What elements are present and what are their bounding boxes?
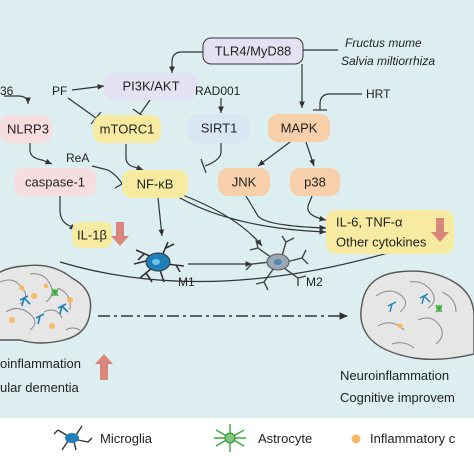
brain-right-icon	[360, 270, 474, 361]
label-hrt: HRT	[366, 87, 391, 101]
node-caspase1: caspase-1	[14, 168, 96, 196]
edge-tlr4-pi3k	[169, 51, 205, 73]
up-arrow-left	[95, 354, 113, 380]
edge-nfkb-m1	[157, 197, 165, 237]
node-nlrp3-label: NLRP3	[7, 122, 49, 137]
node-p38-label: p38	[304, 175, 326, 190]
edge-nlrp3-caspase	[29, 117, 53, 165]
label-right-line2: Cognitive improvem	[340, 390, 455, 405]
edge-sirt1-nfkb	[204, 143, 222, 167]
label-rad001: RAD001	[195, 84, 241, 98]
label-m2: M2	[306, 275, 323, 289]
edge-nfkb-m2	[179, 193, 263, 247]
node-caspase1-label: caspase-1	[25, 175, 85, 190]
edge-mapk-p38	[305, 141, 315, 167]
label-pf: PF	[52, 84, 67, 98]
node-tlr4: TLR4/MyD88	[202, 37, 304, 65]
brain-left-icon	[0, 264, 92, 344]
edge-rea-nfkb	[91, 165, 123, 185]
edge-nfkb-cytokines	[169, 191, 327, 235]
node-tlr4-label: TLR4/MyD88	[215, 44, 292, 59]
edge-b36-nlrp3	[4, 95, 31, 105]
edge-pf-pi3k	[71, 83, 105, 91]
edge-caspase-il1b	[59, 196, 77, 231]
edge-jnk-cytokines	[245, 195, 327, 231]
node-cytokines-line2: Other cytokines	[336, 235, 427, 250]
label-m1: M1	[178, 275, 195, 289]
label-left-line1: oinflammation	[0, 356, 81, 371]
node-nfkb: NF-κB	[122, 170, 188, 198]
legend-microglia-label: Microglia	[100, 431, 153, 446]
label-salvia: Salvia miltiorrhiza	[341, 54, 435, 68]
legend-strip	[0, 418, 474, 474]
node-nlrp3: NLRP3	[0, 115, 52, 143]
node-jnk: JNK	[218, 168, 270, 196]
label-rea: ReA	[66, 151, 89, 165]
connectors	[4, 43, 431, 320]
legend-astrocyte-icon	[214, 424, 246, 452]
edge-hrt-mapk	[319, 93, 362, 110]
edge-pi3k-mtorc1	[139, 99, 151, 115]
node-cytokines: IL-6, TNF-α Other cytokines	[326, 210, 454, 254]
node-mtorc1: mTORC1	[93, 115, 161, 143]
down-arrow-cytokines	[431, 218, 449, 242]
node-mapk: MAPK	[268, 114, 330, 142]
brain-right-astrocyte-icon	[435, 304, 443, 313]
brain-left-astrocyte-icon	[51, 288, 59, 297]
node-il1b-label: IL-1β	[77, 228, 107, 243]
node-mtorc1-label: mTORC1	[100, 122, 155, 137]
legend-inflammatory-icon	[351, 434, 361, 444]
label-left-line2: ular dementia	[0, 380, 80, 395]
node-pi3k: PI3K/AKT	[104, 73, 198, 100]
legend-inflammatory-label: Inflammatory c	[370, 431, 456, 446]
legend: Microglia Astrocyte Inflammatory c	[53, 424, 456, 452]
node-sirt1: SIRT1	[188, 114, 250, 143]
node-jnk-label: JNK	[232, 175, 257, 190]
node-pi3k-label: PI3K/AKT	[122, 79, 179, 94]
node-sirt1-label: SIRT1	[201, 121, 238, 136]
node-p38: p38	[290, 168, 340, 196]
edge-sirt1-nfkb-bar	[200, 158, 207, 174]
brain-right-microglia-icon	[387, 293, 431, 313]
node-nfkb-label: NF-κB	[137, 177, 174, 192]
edge-pf-mtorc1	[67, 97, 97, 119]
label-right-line1: Neuroinflammation	[340, 368, 449, 383]
edge-big-arc	[59, 239, 431, 283]
node-cytokines-line1: IL-6, TNF-α	[336, 215, 403, 230]
microglia-m2-icon	[245, 235, 309, 291]
legend-microglia-icon	[53, 425, 93, 451]
node-mapk-label: MAPK	[281, 121, 318, 136]
down-arrow-il1b	[111, 222, 129, 246]
edge-p38-cytokines	[307, 195, 327, 222]
legend-astrocyte-label: Astrocyte	[258, 431, 312, 446]
label-b36: B36	[0, 84, 14, 98]
node-il1b: IL-1β	[72, 222, 112, 248]
label-fructus: Fructus mume	[345, 36, 422, 50]
edge-mapk-jnk	[257, 141, 291, 167]
microglia-m1-icon	[133, 241, 185, 283]
edge-mtorc1-nfkb	[125, 144, 144, 171]
brain-left-microglia-icon	[19, 295, 69, 325]
